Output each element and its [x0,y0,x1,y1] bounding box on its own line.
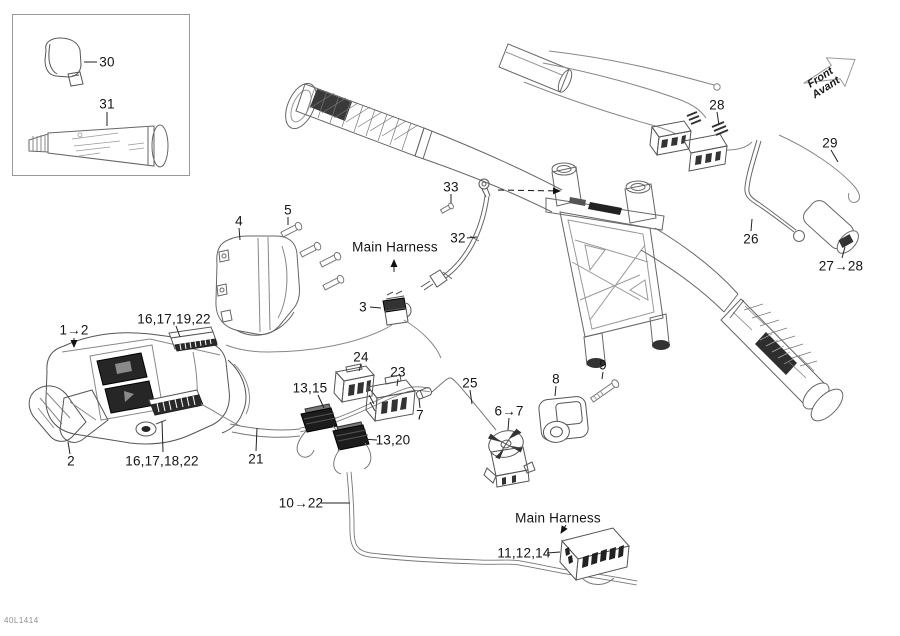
callout-23: 23 [390,364,406,380]
dashed-pointer [497,187,561,195]
multifunction-switch [28,332,301,445]
battery-cable-32 [420,178,491,291]
callout-30: 30 [99,54,115,70]
callout-8: 8 [552,371,560,387]
callout-2: 2 [67,453,75,469]
callout-main-harness-top: Main Harness [352,239,438,255]
steering-riser [545,162,670,368]
callout-21: 21 [248,451,264,467]
part-7-sleeve [415,387,433,400]
callout-28: 28 [709,97,725,113]
connector-23 [365,374,416,423]
connector-16-17-19-22 [168,326,218,408]
connector-3 [225,290,442,359]
part-code-label: 40L1414 [4,616,39,625]
leader-lines [67,111,846,554]
part-30-cover [44,37,84,87]
brake-lever-assembly [498,43,721,135]
callout-1-2: 1→2 [59,322,89,338]
screw-33 [439,202,454,214]
handlebar-connectors [649,111,753,172]
wire-29 [778,134,860,203]
callout-16-17-18-22: 16,17,18,22 [125,453,199,469]
callout-31: 31 [99,96,115,112]
right-handlebar-grip [640,227,844,422]
part-31-tube [28,124,169,168]
screws-5 [280,221,345,291]
front-direction-arrow: Front Avant [803,57,856,102]
callout-32: 32 [450,230,466,246]
left-handlebar-grip [285,82,563,213]
callout-24: 24 [353,349,369,365]
wire-25 [431,377,497,431]
callout-13-15: 13,15 [292,380,328,396]
callout-25: 25 [462,375,478,391]
callout-13-20: 13,20 [375,432,411,448]
connector-11-12-14 [559,527,630,585]
connector-16-17-18-22 [148,389,241,427]
module-8 [538,396,589,443]
tether-switch-6-7 [483,428,536,488]
callout-6-7: 6→7 [494,403,524,419]
callout-5: 5 [284,202,292,218]
callout-3: 3 [359,299,367,315]
callout-main-harness-bottom: Main Harness [515,510,601,526]
connector-13-20 [332,421,372,475]
grip-sleeve-27-28 [803,200,859,254]
inset-parts-box [12,14,190,176]
callout-7: 7 [416,407,424,423]
callout-29: 29 [822,135,838,151]
callout-4: 4 [235,213,243,229]
callout-9: 9 [599,357,607,373]
connector-24 [333,363,375,404]
callout-10-22: 10→22 [278,495,324,511]
screw-9 [589,379,620,403]
callout-11-12-14: 11,12,14 [497,545,551,561]
callout-26: 26 [743,231,759,247]
switch-housing-shell [215,235,300,336]
callout-33: 33 [443,179,459,195]
callout-16-17-19-22: 16,17,19,22 [137,311,211,327]
brake-lever-rod [744,139,805,242]
callout-27-28: 27→28 [818,258,864,274]
